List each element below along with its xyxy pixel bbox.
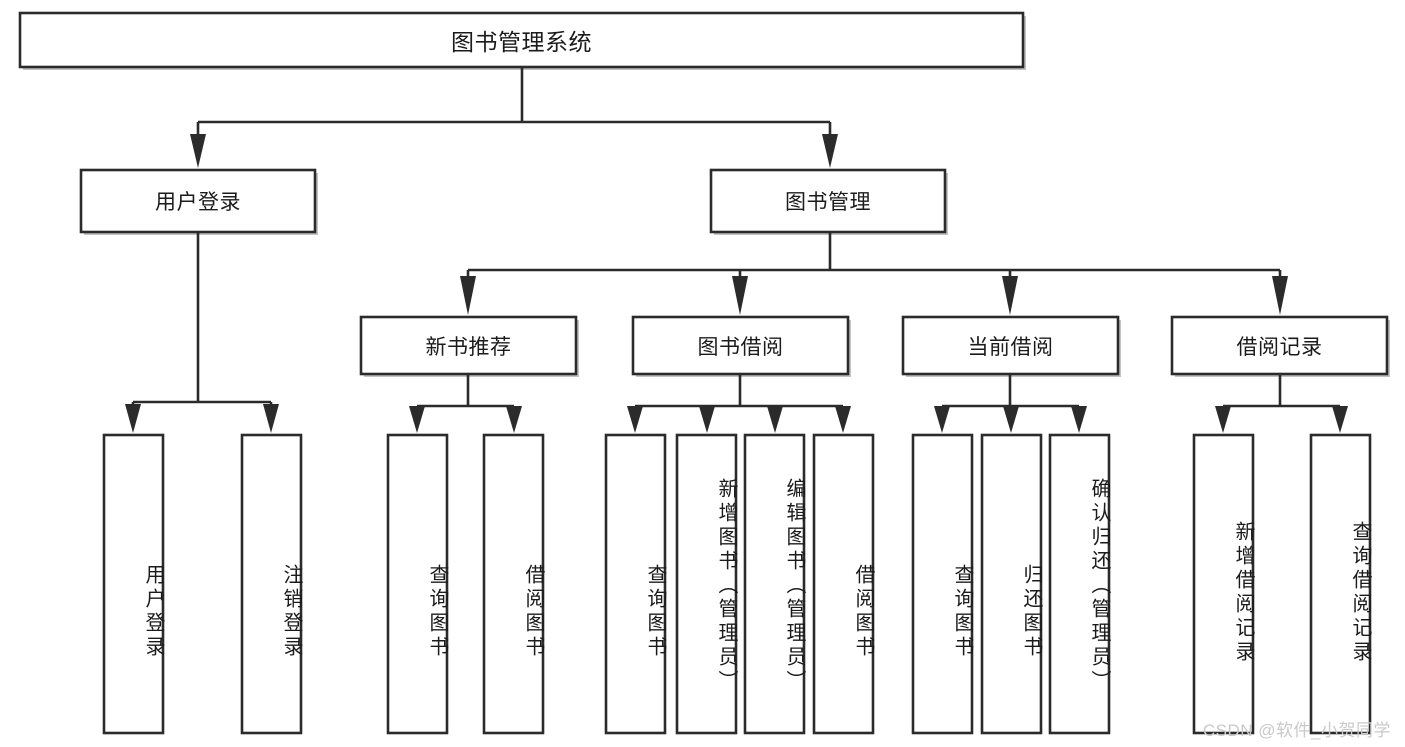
arrowhead-confirm-return-admin <box>1071 406 1087 433</box>
arrowhead-user-login-leaf <box>125 404 141 433</box>
box-layer <box>18 11 1389 735</box>
node-box-query-book-3[interactable] <box>911 433 974 735</box>
arrowhead-edit-book-admin <box>767 406 783 433</box>
node-box-user-login-leaf[interactable] <box>102 433 165 735</box>
node-box-query-book-1[interactable] <box>386 433 449 735</box>
node-box-root[interactable] <box>18 11 1025 69</box>
node-box-borrow-book-2[interactable] <box>812 433 875 735</box>
arrowhead-current-borrow <box>1002 276 1018 315</box>
arrowhead-user-login <box>190 134 206 168</box>
arrowhead-book-borrow <box>732 276 748 315</box>
node-box-confirm-return-admin[interactable] <box>1048 433 1111 735</box>
arrowhead-add-borrow-record <box>1215 406 1231 433</box>
node-box-borrow-book-1[interactable] <box>482 433 545 735</box>
node-box-user-login[interactable] <box>79 168 317 234</box>
node-box-query-borrow-record[interactable] <box>1309 433 1372 735</box>
arrowhead-query-borrow-record <box>1332 406 1348 433</box>
node-box-current-borrow[interactable] <box>901 315 1120 376</box>
node-box-query-book-2[interactable] <box>604 433 667 735</box>
arrowhead-user-logout-leaf <box>263 404 279 433</box>
node-box-new-book-recommend[interactable] <box>359 315 578 376</box>
node-box-book-borrow[interactable] <box>631 315 850 376</box>
arrowhead-borrow-book-1 <box>506 406 522 433</box>
node-box-book-management[interactable] <box>709 168 947 234</box>
node-box-borrow-record[interactable] <box>1170 315 1389 376</box>
arrowhead-query-book-1 <box>409 406 425 433</box>
arrowhead-add-book-admin <box>699 406 715 433</box>
node-box-add-borrow-record[interactable] <box>1192 433 1255 735</box>
arrowhead-return-book <box>1003 406 1019 433</box>
node-box-edit-book-admin[interactable] <box>743 433 806 735</box>
arrowhead-borrow-record <box>1272 276 1288 315</box>
node-box-add-book-admin[interactable] <box>675 433 738 735</box>
node-box-user-logout-leaf[interactable] <box>240 433 303 735</box>
node-box-return-book[interactable] <box>980 433 1043 735</box>
connector-layer <box>125 67 1348 433</box>
arrowhead-book-management <box>822 134 838 168</box>
arrowhead-new-book-recommend <box>460 276 476 315</box>
arrowhead-query-book-3 <box>934 406 950 433</box>
arrowhead-query-book-2 <box>627 406 643 433</box>
arrowhead-borrow-book-2 <box>835 406 851 433</box>
